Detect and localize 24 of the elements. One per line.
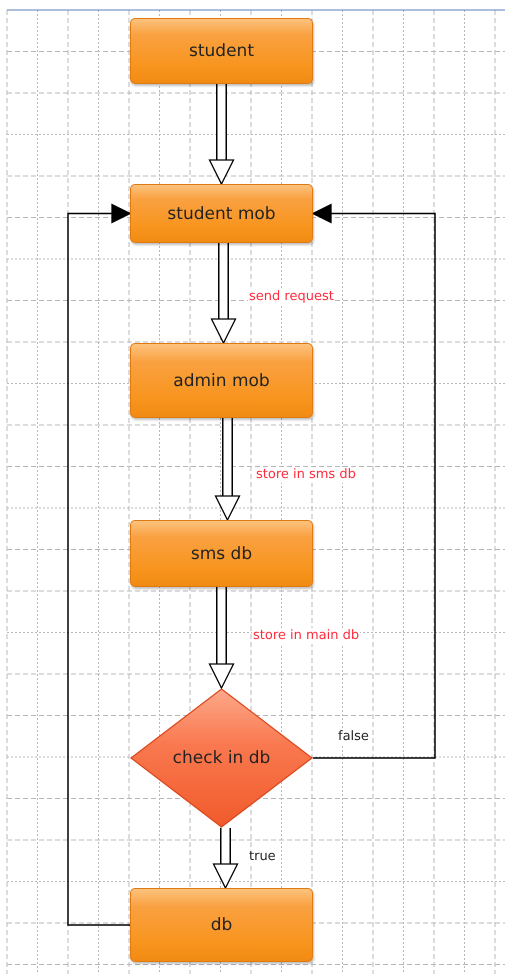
block-arrow	[208, 84, 235, 186]
block-arrow	[208, 587, 235, 690]
edge-label: store in sms db	[255, 467, 357, 483]
block-arrow	[214, 418, 241, 522]
node-label: check in db	[172, 748, 270, 768]
process-box	[130, 888, 313, 962]
process-box	[130, 520, 313, 587]
node-label: student	[189, 41, 254, 61]
node-label: db	[210, 915, 232, 935]
node-label: student mob	[167, 204, 276, 224]
decision-diamond	[130, 688, 313, 828]
edge-label: false	[337, 729, 370, 745]
block-arrow	[210, 243, 237, 344]
edge-label: true	[248, 849, 277, 865]
process-box	[130, 184, 313, 243]
edge-label: send request	[248, 289, 335, 305]
node-label: admin mob	[173, 370, 270, 390]
node-label: sms db	[190, 544, 252, 564]
arrow	[67, 203, 132, 926]
block-arrow	[212, 828, 239, 890]
edge-label: store in main db	[252, 628, 360, 644]
arrow	[312, 203, 436, 759]
process-box	[130, 343, 313, 418]
process-box	[130, 18, 313, 84]
